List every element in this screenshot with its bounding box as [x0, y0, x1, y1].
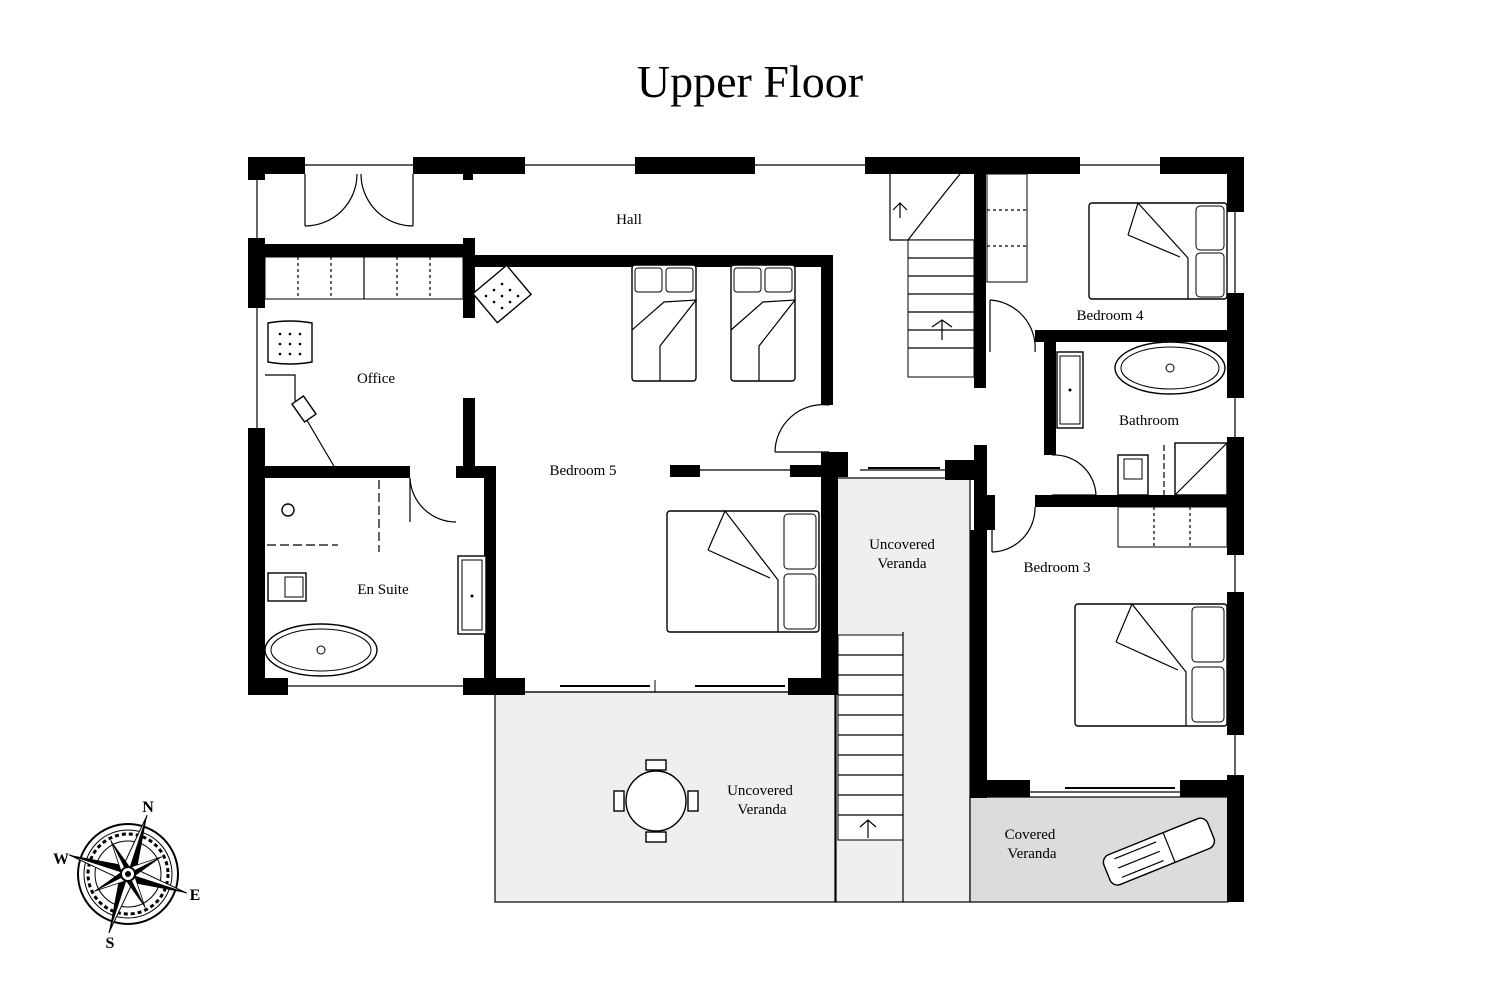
- walls: [248, 157, 1244, 902]
- plan-title: Upper Floor: [637, 56, 863, 107]
- compass-east-label: E: [190, 887, 201, 904]
- window-lines: [256, 164, 1236, 793]
- room-label-bedroom-5: Bedroom 5: [549, 463, 616, 479]
- room-label-en-suite: En Suite: [357, 582, 409, 598]
- wardrobes: [264, 173, 1228, 548]
- room-label-covered-veranda-line1: Covered: [1005, 827, 1056, 843]
- room-label-covered-veranda-line2: Veranda: [1007, 846, 1056, 862]
- room-label-uncovered-veranda-east-line2: Veranda: [877, 556, 926, 572]
- bathroom-fixtures: [264, 341, 1228, 677]
- external-staircase: [837, 632, 904, 902]
- veranda-furniture: [613, 759, 1216, 886]
- compass-rose: [68, 814, 188, 934]
- room-labels: Hall Office Bedroom 5 En Suite Bedroom 4…: [357, 212, 1179, 862]
- beds: [631, 201, 1228, 727]
- room-label-bedroom-3: Bedroom 3: [1023, 560, 1090, 576]
- room-label-hall: Hall: [616, 212, 642, 228]
- doors: [304, 173, 1175, 789]
- compass-west-label: W: [53, 851, 69, 868]
- compass-south-label: S: [106, 935, 115, 952]
- room-label-uncovered-veranda-south-line2: Veranda: [737, 802, 786, 818]
- room-label-office: Office: [357, 371, 395, 387]
- room-label-bathroom: Bathroom: [1119, 413, 1179, 429]
- room-label-uncovered-veranda-east-line1: Uncovered: [869, 537, 935, 553]
- office-furniture: [265, 264, 533, 469]
- room-label-bedroom-4: Bedroom 4: [1076, 308, 1144, 324]
- room-label-uncovered-veranda-south-line1: Uncovered: [727, 783, 793, 799]
- compass-north-label: N: [142, 799, 154, 816]
- internal-staircase: [889, 173, 975, 378]
